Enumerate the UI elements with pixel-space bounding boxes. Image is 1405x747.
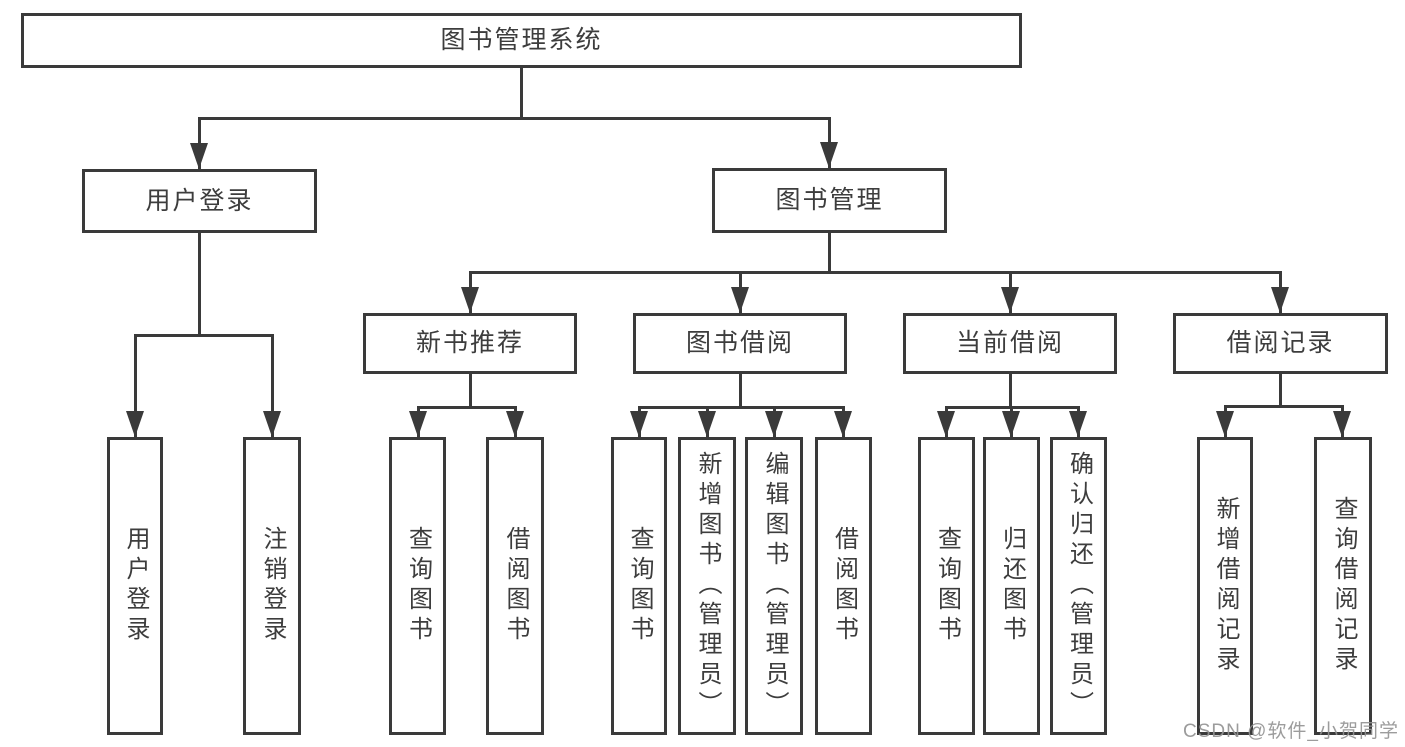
leaf-bor-add-book-admin-label: 新增图书（管理员） [694,451,721,721]
connector-line [1223,404,1344,408]
leaf-bor-borrow-books-label: 借阅图书 [830,526,858,646]
node-new-book-recommend-label: 新书推荐 [415,329,524,357]
arrowhead-down-icon [409,411,427,437]
leaf-rec-borrow-books: 借阅图书 [486,437,544,735]
arrowhead-down-icon [190,143,208,169]
arrowhead-down-icon [834,411,852,437]
connector-line [738,372,742,409]
connector-line [827,231,831,274]
arrowhead-down-icon [1216,411,1234,437]
node-library-system: 图书管理系统 [21,13,1022,68]
leaf-rec-query-books: 查询图书 [389,437,446,735]
leaf-rec-query-books-label: 查询图书 [404,526,432,646]
leaf-cur-confirm-return-label: 确认归还（管理员） [1065,451,1093,721]
connector-line [1008,372,1012,409]
node-borrow-records-label: 借阅记录 [1226,329,1335,357]
leaf-bor-edit-book-admin-label: 编辑图书（管理员） [761,451,788,721]
node-book-management: 图书管理 [712,168,947,233]
connector-line [468,270,1282,274]
arrowhead-down-icon [126,411,144,437]
connector-line [197,231,201,337]
arrowhead-down-icon [1001,287,1019,313]
leaf-bor-query-books: 查询图书 [611,437,667,735]
leaf-cur-return-book-label: 归还图书 [998,526,1026,646]
arrowhead-down-icon [731,287,749,313]
arrowhead-down-icon [765,411,783,437]
node-book-borrow-label: 图书借阅 [685,329,794,357]
leaf-logout: 注销登录 [243,437,301,735]
connector-line [519,66,523,120]
arrowhead-down-icon [820,142,838,168]
connector-line [637,405,845,409]
leaf-cur-query-books-label: 查询图书 [933,526,961,646]
leaf-query-borrow-record: 查询借阅记录 [1314,437,1372,735]
arrowhead-down-icon [1002,411,1020,437]
node-book-borrow: 图书借阅 [633,313,847,374]
arrowhead-down-icon [263,411,281,437]
node-library-system-label: 图书管理系统 [440,26,603,54]
node-current-borrow-label: 当前借阅 [955,329,1064,357]
node-user-login: 用户登录 [82,169,317,233]
node-current-borrow: 当前借阅 [903,313,1117,374]
leaf-user-login-label: 用户登录 [122,526,149,646]
node-borrow-records: 借阅记录 [1173,313,1388,374]
arrowhead-down-icon [461,287,479,313]
connector-line [197,116,831,120]
arrowhead-down-icon [1333,411,1351,437]
node-book-management-label: 图书管理 [775,186,884,214]
connector-line [1278,372,1282,408]
arrowhead-down-icon [630,411,648,437]
arrowhead-down-icon [698,411,716,437]
connector-line [468,372,472,409]
leaf-add-borrow-record: 新增借阅记录 [1197,437,1253,735]
leaf-query-borrow-record-label: 查询借阅记录 [1330,496,1357,676]
arrowhead-down-icon [1271,287,1289,313]
leaf-cur-confirm-return: 确认归还（管理员） [1050,437,1107,735]
leaf-cur-query-books: 查询图书 [918,437,975,735]
connector-line [270,335,274,437]
connector-line [133,335,137,437]
leaf-bor-query-books-label: 查询图书 [626,526,653,646]
leaf-add-borrow-record-label: 新增借阅记录 [1212,496,1239,676]
connector-line [133,333,274,337]
leaf-cur-return-book: 归还图书 [983,437,1040,735]
node-new-book-recommend: 新书推荐 [363,313,577,374]
leaf-bor-add-book-admin: 新增图书（管理员） [678,437,736,735]
arrowhead-down-icon [506,411,524,437]
leaf-user-login: 用户登录 [107,437,163,735]
leaf-rec-borrow-books-label: 借阅图书 [502,526,529,646]
leaf-logout-label: 注销登录 [259,526,286,646]
leaf-bor-borrow-books: 借阅图书 [815,437,872,735]
connector-line [416,405,517,409]
node-user-login-label: 用户登录 [145,186,254,215]
leaf-bor-edit-book-admin: 编辑图书（管理员） [745,437,803,735]
arrowhead-down-icon [937,411,955,437]
arrowhead-down-icon [1069,411,1087,437]
csdn-watermark: CSDN @软件_小贺同学 [1183,721,1399,742]
